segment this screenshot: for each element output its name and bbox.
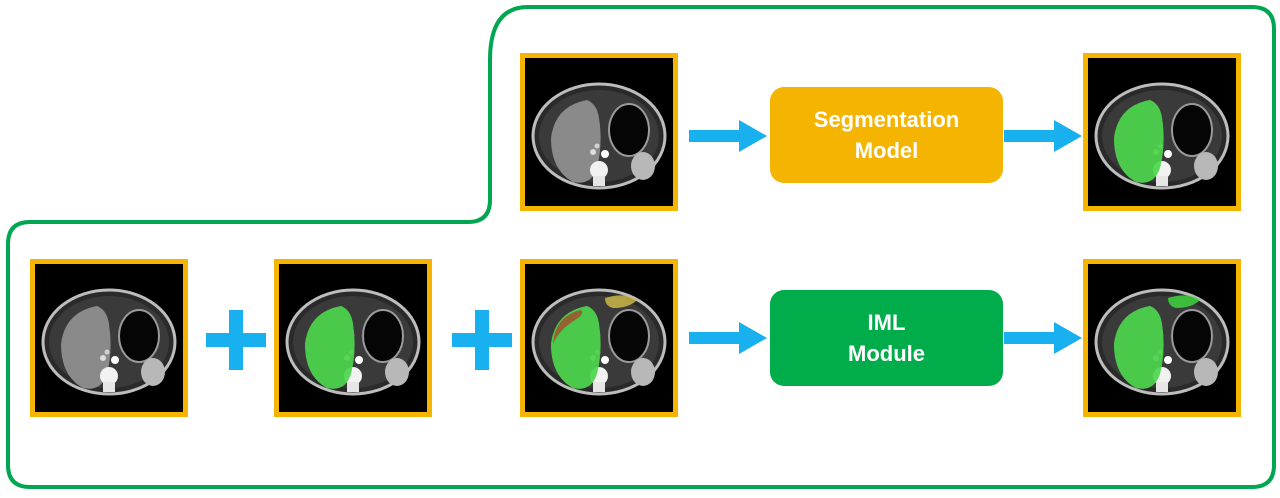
ct-refined-bottom [1083,259,1241,417]
iml-module-label-line1: IML [867,310,906,335]
arrow-right-icon [1004,120,1082,152]
segmentation-model-box: Segmentation Model [770,87,1003,183]
ct-input-bottom [30,259,188,417]
ct-mask-bottom [274,259,432,417]
arrow-right-icon [689,120,767,152]
ct-input-top [520,53,678,211]
ct-prediction-top [1083,53,1241,211]
arrow-right-icon [1004,322,1082,354]
segmentation-model-label-line2: Model [854,138,919,163]
segmentation-model-label-line1: Segmentation [813,107,960,132]
iml-module-label-line2: Module [848,341,925,366]
ct-interaction-bottom [520,259,678,417]
arrow-right-icon [689,322,767,354]
iml-module-box: IML Module [770,290,1003,386]
plus-icon [452,310,512,370]
plus-icon [206,310,266,370]
